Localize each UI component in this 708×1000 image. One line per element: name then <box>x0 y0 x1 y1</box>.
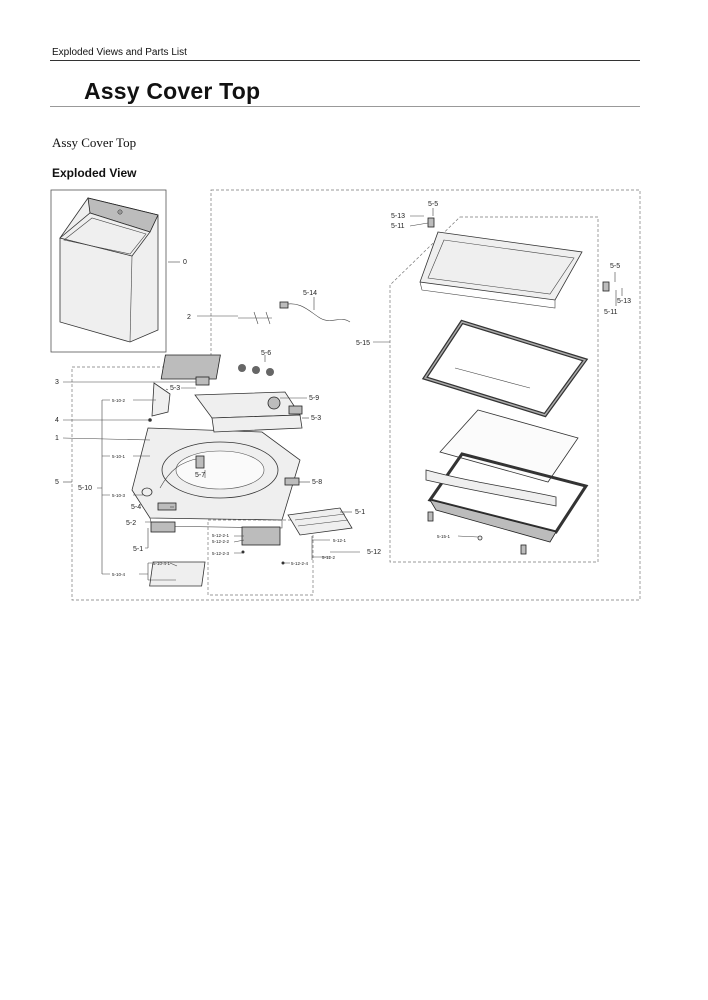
hinge-5-8 <box>284 477 300 486</box>
callout-5-5-right: 5-5 <box>610 263 620 270</box>
assembly-boundary <box>71 189 641 601</box>
callout-5: 5 <box>55 479 59 486</box>
callout-5-12-2-1: 5-12-2-1 <box>212 533 230 538</box>
hinge-5-5-right <box>602 281 610 292</box>
door-assembly-boundary <box>389 216 599 563</box>
hinge-5-7 <box>195 455 205 469</box>
callout-2: 2 <box>187 314 191 321</box>
cabinet-top <box>131 427 301 529</box>
detergent-cover <box>151 382 171 417</box>
screw-5-15-1 <box>477 535 483 541</box>
callout-5-12-2-3: 5-12-2-3 <box>212 551 230 556</box>
callout-5-13-right: 5-13 <box>617 298 631 305</box>
clip-5-3-left <box>195 376 210 386</box>
callout-5-10-4-1: 5-10-4-1 <box>153 561 171 566</box>
callout-5-12-1: 5-12-1 <box>333 538 347 543</box>
header-section-title: Exploded Views and Parts List <box>52 47 187 58</box>
screw-4 <box>148 418 152 422</box>
callout-5-10-4: 5-10-4 <box>112 572 126 577</box>
wire-harness <box>282 303 351 323</box>
door-stopper-right <box>520 544 527 555</box>
callout-5-12: 5-12 <box>367 549 381 556</box>
lid-top-frame <box>419 231 583 309</box>
page-title: Assy Cover Top <box>84 78 261 104</box>
clip-5-3-right <box>288 405 303 415</box>
callout-5-1-right: 5-1 <box>355 509 365 516</box>
callout-5-12-2: 5-12-2 <box>322 555 336 560</box>
lid-glass-frame <box>421 319 589 418</box>
callout-5-10-1: 5-10-1 <box>112 454 126 459</box>
callout-5-5-top: 5-5 <box>428 201 438 208</box>
page-subtitle: Assy Cover Top <box>52 135 137 150</box>
callout-5-2: 5-2 <box>126 520 136 527</box>
callout-5-1-left: 5-1 <box>133 546 143 553</box>
callout-5-4: 5-4 <box>131 504 141 511</box>
callout-5-13-top: 5-13 <box>391 213 405 220</box>
callout-5-10-3: 5-10-3 <box>112 493 126 498</box>
callout-0: 0 <box>183 259 187 266</box>
callout-5-6: 5-6 <box>261 350 271 357</box>
control-panel-board <box>160 354 303 433</box>
hinge-5-5-left <box>427 217 435 228</box>
callout-5-3-right: 5-3 <box>311 415 321 422</box>
callout-5-12-2-4: 5-12-2-4 <box>291 561 309 566</box>
callout-5-11-right: 5-11 <box>604 309 618 316</box>
callout-5-10: 5-10 <box>78 485 92 492</box>
callout-5-10-2: 5-10-2 <box>112 398 126 403</box>
header-rule <box>50 60 640 61</box>
part-5-10-3 <box>141 487 153 497</box>
harness-connector <box>279 301 289 309</box>
callout-5-3-left: 5-3 <box>170 385 180 392</box>
lock-switch-5-2 <box>150 521 176 533</box>
callout-5-9: 5-9 <box>309 395 319 402</box>
screws-2 <box>238 311 272 325</box>
door-stopper-left <box>427 511 434 522</box>
callout-5-15: 5-15 <box>356 340 370 347</box>
callout-5-8: 5-8 <box>312 479 322 486</box>
callout-5-15-1: 5-15-1 <box>437 534 451 539</box>
callout-3: 3 <box>55 379 59 386</box>
washer-thumbnail <box>50 189 167 353</box>
callout-5-12-2-2: 5-12-2-2 <box>212 539 230 544</box>
lid-glass <box>439 409 579 483</box>
callout-4: 4 <box>55 417 59 424</box>
callout-5-11-top: 5-11 <box>391 223 405 230</box>
callout-5-7: 5-7 <box>195 472 205 479</box>
callout-1: 1 <box>55 435 59 442</box>
title-rule <box>50 106 640 107</box>
lid-bottom-frame <box>425 452 589 543</box>
callout-5-14: 5-14 <box>303 290 317 297</box>
leader-lines <box>62 208 623 581</box>
section-heading: Exploded View <box>52 166 137 180</box>
bracket-5-4 <box>157 502 177 511</box>
